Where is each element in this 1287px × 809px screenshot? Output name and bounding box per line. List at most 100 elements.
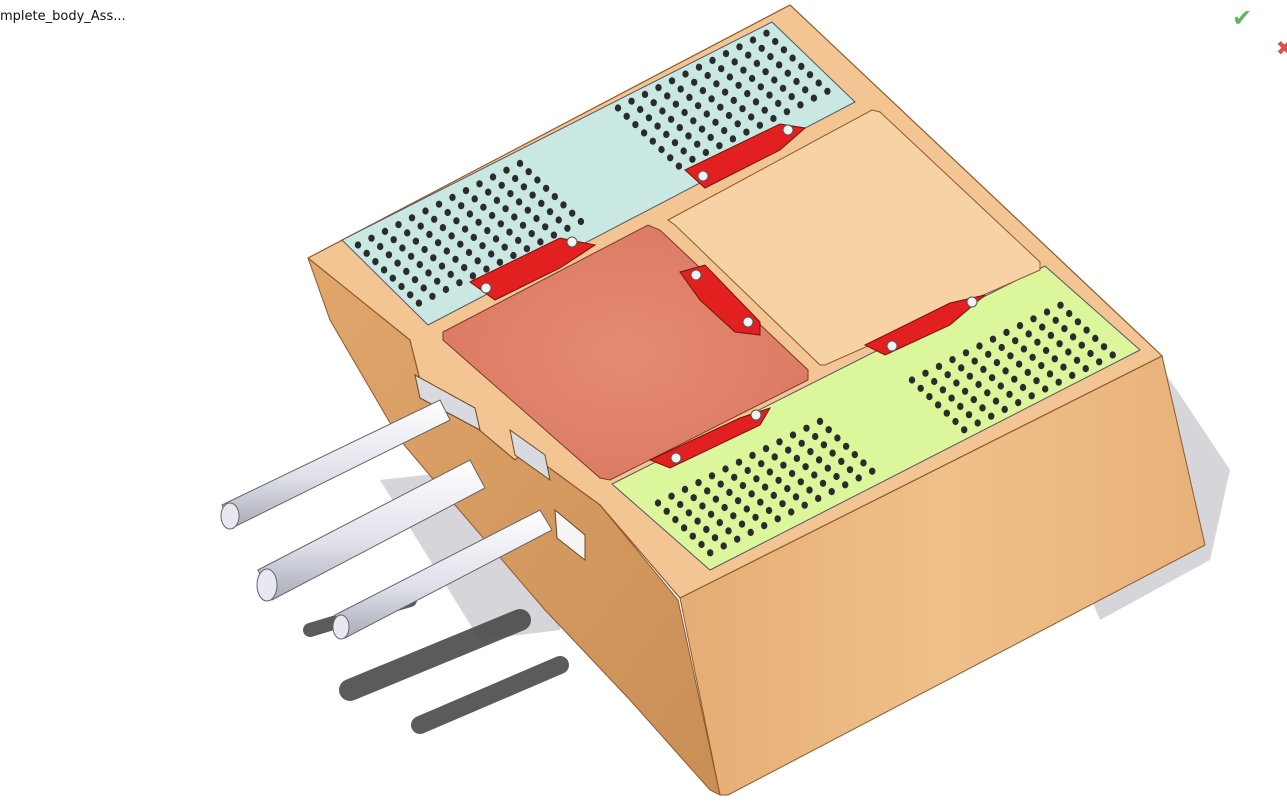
perforation-hole: [439, 224, 447, 232]
perforation-hole: [961, 426, 968, 434]
perforation-hole: [398, 282, 405, 291]
perforation-hole: [780, 461, 787, 469]
perforation-hole: [1065, 348, 1072, 356]
perforation-hole: [749, 451, 756, 459]
perforation-hole: [708, 95, 715, 103]
perforation-hole: [675, 162, 683, 170]
perforation-hole: [1046, 370, 1054, 378]
perforation-hole: [537, 238, 544, 246]
perforation-hole: [704, 71, 711, 80]
perforation-hole: [934, 401, 942, 409]
perforation-hole: [560, 201, 567, 209]
perforation-hole: [1012, 337, 1019, 345]
perforation-hole: [667, 154, 674, 162]
perforation-hole: [628, 97, 635, 105]
perforation-hole: [1043, 308, 1051, 316]
perforation-hole: [1066, 309, 1073, 318]
perforation-hole: [681, 485, 689, 493]
perforation-hole: [734, 497, 742, 505]
perforation-hole: [645, 114, 653, 122]
perforation-hole: [480, 203, 487, 211]
green-panel-holes: [654, 301, 1116, 557]
cross-icon[interactable]: ✖: [1276, 38, 1287, 60]
perforation-hole: [654, 499, 662, 507]
perforation-hole: [807, 448, 814, 456]
perforation-hole: [407, 252, 415, 260]
checkmark-icon[interactable]: ✔: [1232, 5, 1253, 32]
perforation-hole: [476, 180, 483, 188]
perforation-hole: [663, 507, 670, 515]
perforation-hole: [752, 513, 759, 521]
perforation-hole: [632, 121, 639, 129]
perforation-hole: [713, 80, 720, 88]
perforation-hole: [421, 245, 428, 254]
perforation-hole: [828, 488, 835, 496]
perforation-hole: [488, 211, 496, 220]
red-hinges: [469, 123, 986, 469]
perforation-hole: [842, 481, 849, 489]
perforation-hole: [694, 517, 701, 525]
perforation-hole: [496, 258, 504, 266]
perforation-hole: [842, 442, 850, 450]
perforation-hole: [855, 474, 862, 482]
perforation-hole: [1042, 385, 1049, 393]
perforation-hole: [1007, 352, 1014, 360]
perforation-hole: [811, 471, 818, 479]
perforation-hole: [1025, 330, 1032, 338]
perforation-hole: [838, 457, 845, 465]
perforation-hole: [390, 236, 397, 244]
perforation-hole: [721, 503, 728, 512]
perforation-hole: [952, 417, 959, 426]
perforation-hole: [676, 124, 683, 132]
perforation-hole: [1016, 322, 1024, 330]
perforation-hole: [510, 251, 517, 260]
perforation-hole: [798, 62, 805, 70]
perforation-hole: [748, 113, 755, 121]
perforation-hole: [810, 94, 818, 102]
perforation-hole: [407, 291, 414, 299]
perforation-hole: [744, 90, 751, 98]
perforation-hole: [452, 255, 459, 263]
perforation-hole: [793, 454, 801, 462]
perforation-hole: [689, 532, 696, 540]
perforation-hole: [720, 542, 727, 550]
perforation-hole: [806, 71, 814, 79]
perforation-hole: [766, 91, 773, 99]
perforation-hole: [802, 463, 809, 471]
perforation-hole: [1074, 318, 1082, 326]
perforation-hole: [420, 284, 427, 292]
perforation-hole: [784, 485, 791, 493]
perforation-hole: [988, 412, 995, 420]
perforation-hole: [766, 468, 774, 476]
perforation-hole: [784, 69, 791, 77]
perforation-hole: [716, 519, 723, 527]
perforation-hole: [681, 108, 688, 117]
perforation-hole: [745, 51, 752, 59]
perforation-hole: [730, 96, 737, 104]
confirmation-corner[interactable]: ✔ ✖: [1230, 6, 1287, 66]
perforation-hole: [381, 227, 389, 235]
perforation-hole: [988, 374, 996, 382]
perforation-hole: [667, 115, 675, 123]
hinge-screws: [480, 124, 978, 464]
perforation-hole: [708, 472, 716, 480]
perforation-hole: [685, 509, 693, 517]
perforation-hole: [475, 218, 482, 226]
perforation-hole: [569, 209, 576, 217]
perforation-hole: [965, 411, 973, 419]
perforation-hole: [1003, 328, 1010, 336]
perforation-hole: [815, 494, 822, 502]
perforation-hole: [711, 534, 719, 542]
perforation-hole: [1019, 383, 1027, 392]
perforation-hole: [761, 522, 768, 530]
perforation-hole: [689, 155, 696, 163]
perforation-hole: [671, 139, 679, 147]
perforation-hole: [806, 486, 813, 494]
perforation-hole: [498, 181, 505, 189]
perforation-hole: [686, 93, 693, 101]
perforation-hole: [788, 469, 796, 478]
perforation-hole: [989, 335, 997, 343]
perforation-hole: [753, 59, 761, 67]
perforation-hole: [729, 135, 737, 143]
